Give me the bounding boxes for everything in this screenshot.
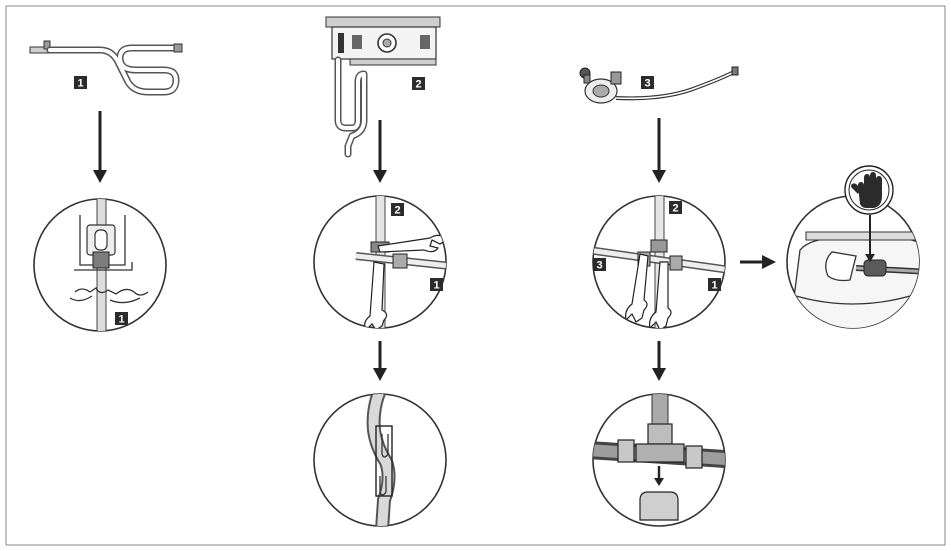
frame (5, 5, 946, 546)
arrow-down-3 (373, 341, 387, 381)
step-label-2: 2 (412, 77, 425, 91)
detail-label-b-top: 2 (391, 203, 404, 217)
detail-label-b-bottom: 1 (430, 278, 443, 292)
step-label-3: 3 (641, 76, 654, 90)
svg-text:1: 1 (433, 280, 439, 292)
detail-circle-3 (313, 393, 447, 527)
arrow-down-2 (373, 120, 387, 183)
hand-stop-icon (844, 165, 894, 215)
detail-label-a: 1 (115, 312, 128, 326)
detail-label-c-top: 2 (669, 201, 682, 215)
svg-text:3: 3 (596, 260, 602, 272)
detail-label-c-left: 3 (593, 258, 606, 272)
detail-label-c-right: 1 (708, 278, 721, 292)
arrow-down-1 (93, 111, 107, 183)
burner-assembly-2 (325, 16, 441, 158)
detail-circle-1 (33, 198, 167, 332)
svg-text:1: 1 (77, 78, 83, 90)
arrow-down-4 (652, 118, 666, 183)
svg-text:1: 1 (118, 314, 124, 326)
arrow-right (740, 255, 776, 269)
svg-text:2: 2 (394, 205, 400, 217)
step-label-1: 1 (74, 76, 87, 90)
arrow-down-5 (652, 341, 666, 381)
svg-text:1: 1 (711, 280, 717, 292)
pipe-part-1 (29, 40, 183, 96)
detail-circle-6 (786, 165, 920, 329)
detail-circle-4 (592, 195, 726, 329)
svg-text:2: 2 (415, 79, 421, 91)
detail-circle-5 (592, 393, 726, 527)
detail-circle-2 (313, 195, 447, 329)
regulator-hose-3 (579, 66, 739, 104)
svg-text:2: 2 (672, 203, 678, 215)
svg-text:3: 3 (644, 78, 650, 90)
